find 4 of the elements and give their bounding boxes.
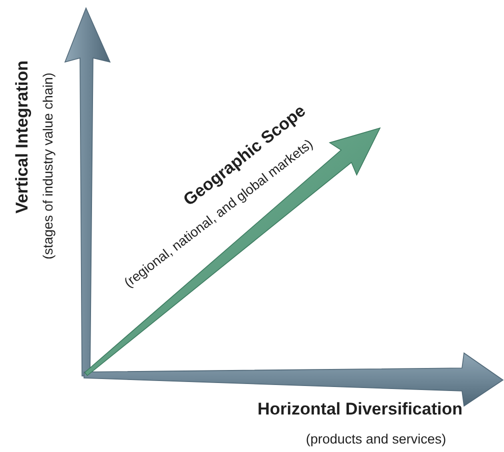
axis-subtitle: (stages of industry value chain) [42, 72, 56, 260]
axis-title: Horizontal Diversification [258, 400, 462, 420]
axis-title: Vertical Integration [14, 60, 32, 214]
axis-subtitle: (products and services) [306, 432, 446, 448]
